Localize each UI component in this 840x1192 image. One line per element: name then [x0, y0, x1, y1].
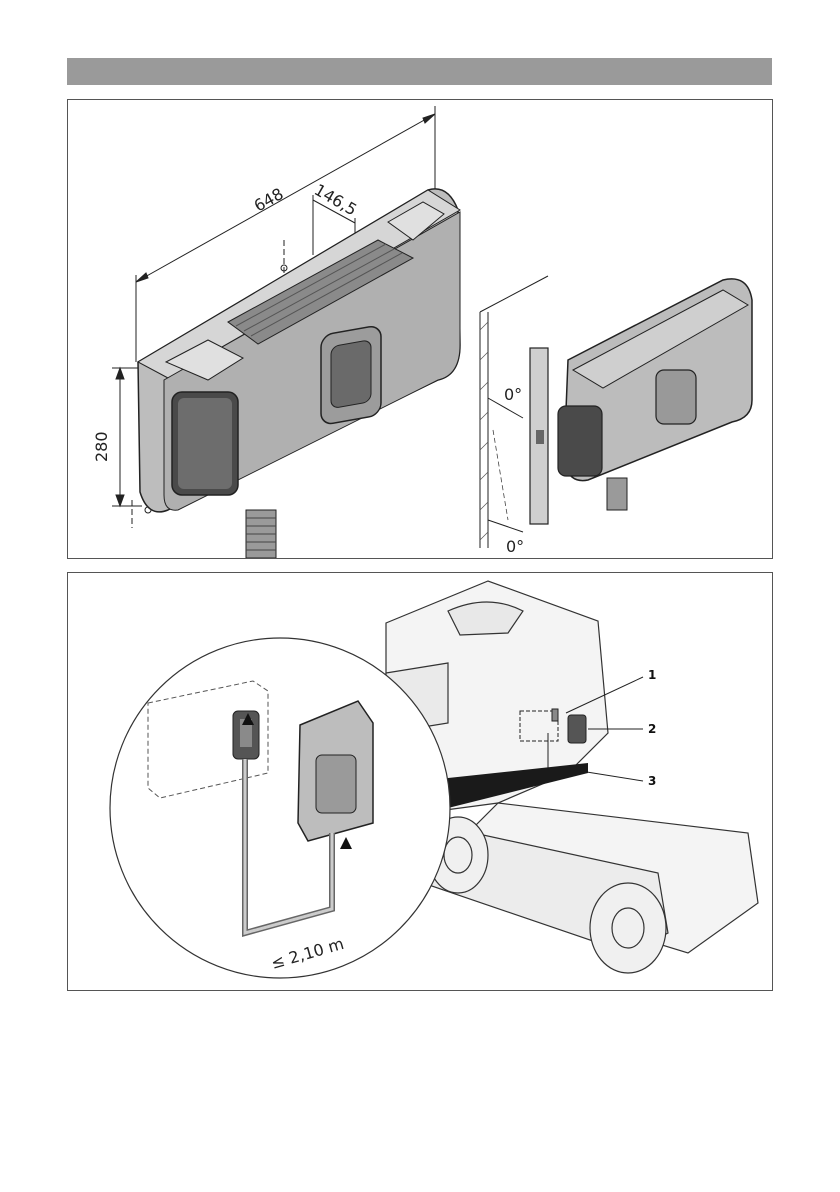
callout-1: 1 — [648, 668, 656, 682]
truck-installation-drawing: 1 2 3 ≤ 2,10 m — [68, 573, 772, 990]
wall-mount-view — [480, 276, 752, 548]
detail-zoom-circle — [110, 638, 450, 978]
callout-3: 3 — [648, 774, 656, 788]
figure-truck-installation: 1 2 3 ≤ 2,10 m — [67, 572, 773, 991]
angle-bottom-label: 0° — [506, 537, 524, 556]
dim-280-label: 280 — [92, 431, 111, 462]
angle-top-label: 0° — [504, 385, 522, 404]
unit-body — [138, 189, 460, 558]
callout-2: 2 — [648, 722, 656, 736]
dimension-280 — [112, 368, 142, 506]
unit-dimensions-drawing: 648 146,5 280 — [68, 100, 772, 558]
section-header-bar — [67, 58, 772, 85]
dim-146-5-label: 146,5 — [311, 180, 360, 219]
dim-648-label: 648 — [251, 184, 287, 215]
figure-unit-dimensions: 648 146,5 280 — [67, 99, 773, 559]
